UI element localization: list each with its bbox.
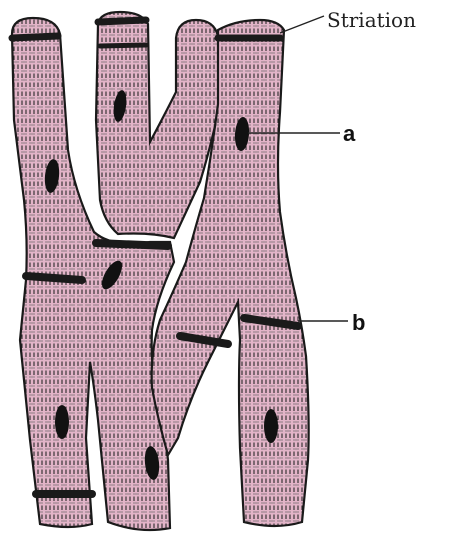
disc: [98, 20, 146, 22]
nucleus: [264, 409, 278, 443]
striation-leader: [280, 16, 324, 33]
disc: [12, 36, 58, 38]
label-striation: Striation: [327, 8, 416, 32]
label-b: b: [352, 310, 365, 335]
label-a: a: [343, 121, 356, 146]
disc: [96, 243, 168, 246]
nucleus: [55, 405, 69, 439]
disc: [26, 276, 82, 280]
disc: [100, 45, 146, 46]
